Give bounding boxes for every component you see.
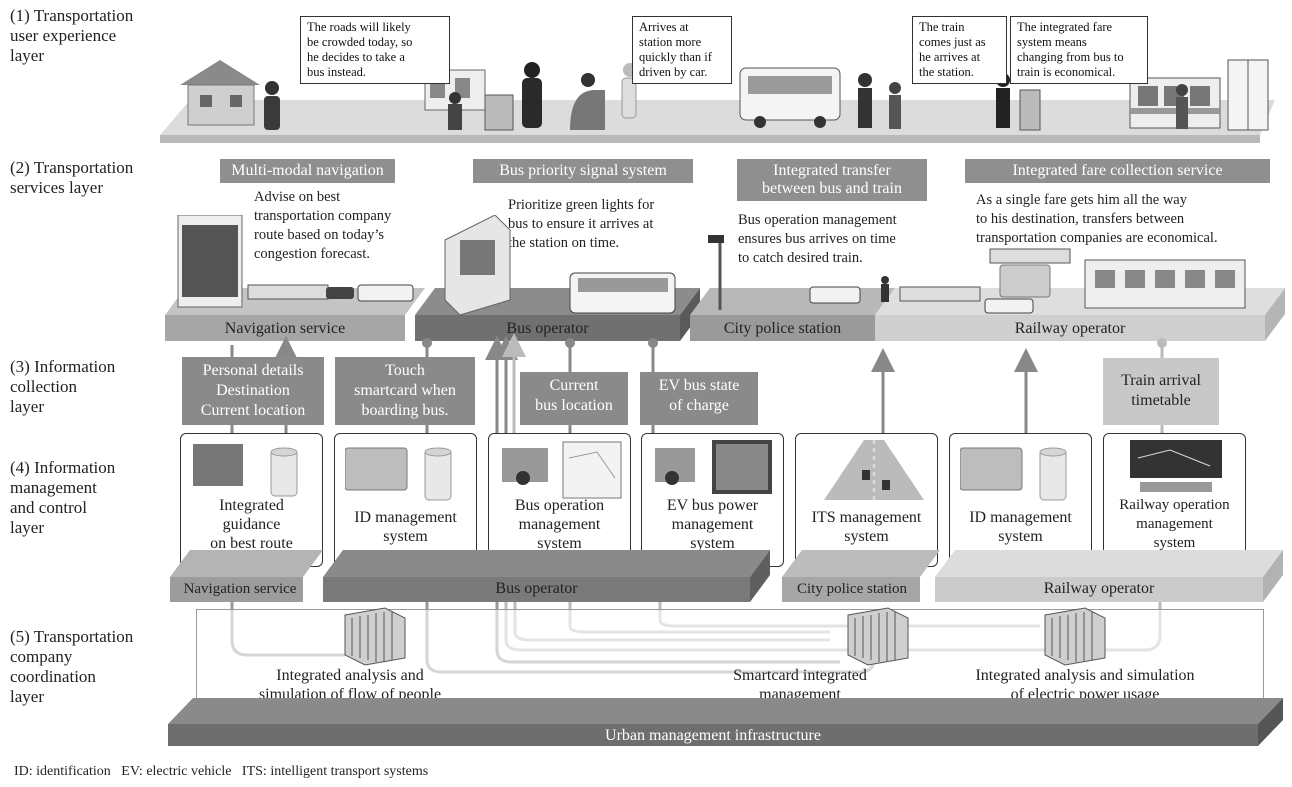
info-current-bus-location: Current bus location [520, 372, 628, 425]
info-train-arrival: Train arrival timetable [1103, 358, 1219, 425]
operator-map-icon [502, 441, 622, 499]
service-desc-transfer: Bus operation management ensures bus arr… [738, 212, 897, 266]
bus-icon [739, 67, 841, 128]
passenger-icon [1176, 84, 1188, 129]
layer-label-4: (4) Information management and control l… [10, 458, 116, 537]
bus-seat-icon [570, 73, 605, 130]
card-railway-operation: Railway operation management system [1103, 433, 1246, 567]
service-tab-bus-priority: Bus priority signal system [473, 159, 693, 183]
speech-bubble-train: The train comes just as he arrives at th… [912, 16, 1007, 84]
card-id-management-bus: ID management system [334, 433, 477, 567]
card-title: ID management system [354, 509, 457, 545]
passenger-icon [522, 62, 542, 128]
server-rack-icon [344, 607, 406, 666]
service-desc-navigation: Advise on best transportation company ro… [254, 189, 392, 262]
speech-bubble-roads: The roads will likely be crowded today, … [300, 16, 450, 84]
card-title: EV bus power management system [666, 497, 759, 552]
passport-card-icon [960, 447, 1067, 501]
passport-card-icon [345, 447, 452, 501]
card-id-management-rail: ID management system [949, 433, 1092, 567]
car-icon [326, 287, 354, 299]
card-bus-operation-management: Bus operation management system [488, 433, 631, 567]
person-icon [264, 81, 280, 130]
highway-icon [824, 440, 924, 500]
train-icon [989, 248, 1071, 264]
card-title: Railway operation management system [1119, 497, 1230, 551]
management-platform [170, 550, 1283, 602]
walking-man-icon [881, 276, 889, 302]
card-title: ITS management system [811, 509, 922, 545]
bus-icon [569, 272, 676, 314]
layer-label-5: (5) Transportation company coordination … [10, 627, 134, 706]
user-experience-scene [160, 59, 1275, 143]
services-platform [165, 215, 1285, 341]
map-screen-icon [193, 444, 298, 497]
card-title: Bus operation management system [514, 497, 605, 552]
layer-label-1: (1) Transportation user experience layer [10, 6, 134, 65]
train-icon [1129, 77, 1221, 129]
card-ev-bus-power: EV bus power management system [641, 433, 784, 567]
navigation-screen-icon [177, 215, 243, 308]
bus-icon [809, 286, 861, 304]
footnote: ID: identification EV: electric vehicle … [14, 764, 429, 779]
traffic-light-icon [708, 235, 724, 310]
smartcard-icon [999, 264, 1051, 298]
layer-label-2: (2) Transportation services layer [10, 158, 134, 197]
server-rack-icon [1044, 607, 1106, 666]
bottom-tray-city-police: City police station [797, 581, 907, 597]
power-console-icon [655, 440, 772, 494]
bus-icon [984, 298, 1034, 314]
bottom-tray-navigation: Navigation service [183, 581, 297, 597]
service-tab-fare: Integrated fare collection service [965, 159, 1270, 183]
passenger-icon [858, 73, 872, 128]
ticket-machine-icon [444, 215, 511, 316]
card-its-management: ITS management system [795, 433, 938, 567]
tray-bus-operator: Bus operator [506, 320, 589, 337]
infrastructure-bar [168, 698, 1283, 746]
info-touch-smartcard: Touch smartcard when boarding bus. [335, 357, 475, 425]
train-icon [899, 286, 981, 302]
house-icon [180, 60, 260, 126]
tray-railway-operator: Railway operator [1014, 320, 1126, 337]
ticket-gate-icon [1019, 89, 1041, 131]
bus-icon [357, 284, 414, 302]
card-title: Integrated guidance on best route [210, 497, 293, 552]
train-icon [1084, 259, 1246, 309]
speech-bubble-arrives: Arrives at station more quickly than if … [632, 16, 732, 84]
info-personal-details: Personal details Destination Current loc… [182, 357, 324, 425]
bottom-tray-bus-operator: Bus operator [495, 580, 578, 597]
card-title: ID management system [969, 509, 1072, 545]
tray-navigation-service: Navigation service [224, 320, 346, 337]
info-ev-bus-charge: EV bus state of charge [640, 372, 758, 425]
tray-city-police: City police station [723, 320, 842, 337]
ticket-machine-icon [484, 94, 514, 131]
layer-label-3: (3) Information collection layer [10, 357, 116, 416]
passenger-icon [889, 82, 901, 129]
station-door-icon [1227, 59, 1269, 131]
server-rack-icon [847, 607, 909, 666]
card-integrated-guidance: Integrated guidance on best route [180, 433, 323, 567]
railway-console-icon [1130, 440, 1222, 492]
bottom-tray-railway: Railway operator [1043, 580, 1155, 597]
infrastructure-label: Urban management infrastructure [605, 727, 821, 744]
service-desc-fare: As a single fare gets him all the way to… [976, 192, 1218, 246]
service-tab-navigation: Multi-modal navigation [220, 159, 395, 183]
speech-bubble-fare: The integrated fare system means changin… [1010, 16, 1148, 84]
service-desc-bus-priority: Prioritize green lights for bus to ensur… [508, 197, 655, 251]
passenger-icon [448, 92, 462, 130]
service-tab-transfer: Integrated transfer between bus and trai… [737, 159, 927, 201]
